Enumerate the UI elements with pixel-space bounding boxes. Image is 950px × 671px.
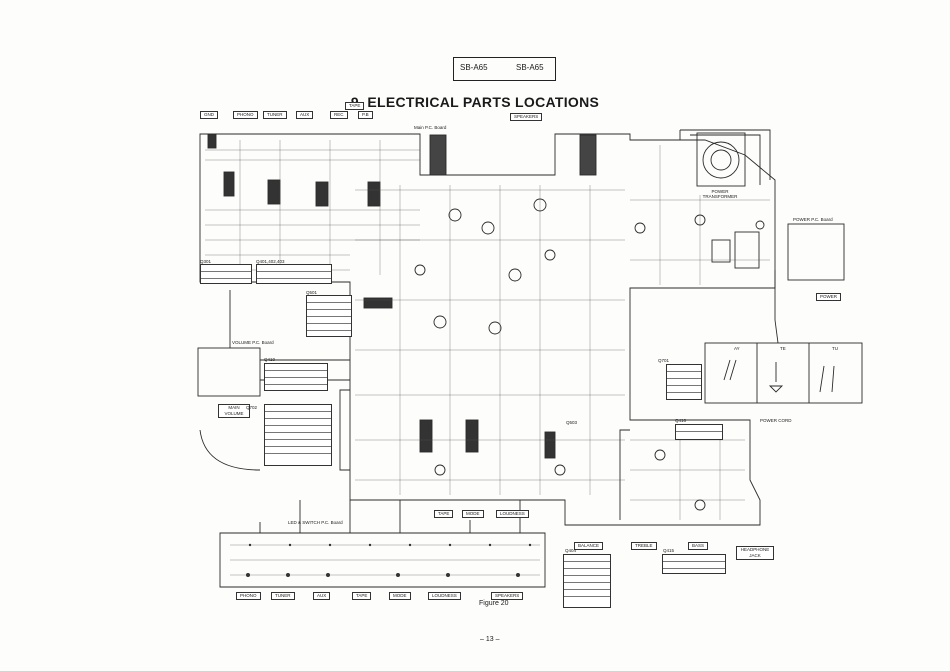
page-title: 9. ELECTRICAL PARTS LOCATIONS	[350, 94, 600, 110]
speakers-terminal: SPEAKERS	[510, 113, 543, 121]
ic-label-q415: Q415	[663, 548, 675, 553]
main-board-label: Main P.C. Board	[414, 125, 447, 130]
jack-aux: AUX	[296, 111, 314, 119]
plug-te: TE	[780, 346, 786, 351]
power-switch-label: POWER	[816, 293, 842, 301]
power-board-outline	[787, 223, 845, 281]
power-board-label: POWER P.C. Board	[793, 217, 833, 222]
model-right: SB-A65	[516, 63, 544, 72]
ic-label-q416: Q416	[675, 418, 687, 423]
jack-tuner: TUNER	[263, 111, 287, 119]
ref-table-q416	[675, 424, 723, 440]
power-transformer-label: POWER TRANSFORMER	[702, 189, 738, 199]
button-phono: PHONO	[236, 592, 261, 600]
volume-board-label: VOLUME P.C. Board	[232, 340, 274, 345]
control-loudness: LOUDNESS	[496, 510, 529, 518]
power-cord-label: POWER CORD	[760, 418, 792, 423]
plug-ay: AY	[734, 346, 740, 351]
ref-table-q410	[264, 363, 328, 391]
jack-gnd: GND	[200, 111, 218, 119]
main-volume-label: MAIN VOLUME	[218, 404, 250, 418]
button-mode: MODE	[389, 592, 411, 600]
button-speakers: SPEAKERS	[491, 592, 524, 600]
button-loudness: LOUDNESS	[428, 592, 461, 600]
ic-label-q410: Q410	[264, 357, 276, 362]
button-tuner: TUNER	[271, 592, 295, 600]
jack-rec: REC	[330, 111, 348, 119]
ref-table-q415	[662, 554, 726, 574]
control-treble: TREBLE	[631, 542, 657, 550]
ref-table-q301	[200, 264, 252, 284]
transformer-coil	[702, 141, 740, 179]
model-header-box: SB-A65 SB-A65	[453, 57, 556, 81]
main-board-outline	[199, 133, 776, 526]
control-tape: TAPE	[434, 510, 454, 518]
control-balance: BALANCE	[574, 542, 604, 550]
model-left: SB-A65	[460, 63, 488, 72]
figure-caption: Figure 20	[479, 600, 509, 607]
ic-label-q401: Q401,402,403	[256, 259, 285, 264]
tape-jack-group: TAPE	[345, 102, 365, 110]
ic-label-q404: Q404	[565, 548, 577, 553]
page-number: – 13 –	[480, 636, 500, 643]
ic-label-q501: Q501	[306, 290, 318, 295]
jack-pb: P.B	[358, 111, 373, 119]
ic-label-q503: Q503	[566, 420, 578, 425]
ic-label-q702: Q702	[246, 405, 258, 410]
control-bass: BASS	[688, 542, 709, 550]
ref-table-q401	[256, 264, 332, 284]
volume-board-outline	[197, 347, 261, 397]
led-switch-board-label: LED & SWITCH P.C. Board	[288, 520, 343, 525]
power-cord-box	[704, 342, 863, 404]
ic-label-q301: Q301	[200, 259, 212, 264]
ref-table-q404	[563, 554, 611, 608]
led-switch-board-outline	[219, 532, 546, 588]
button-tape: TAPE	[352, 592, 372, 600]
plug-tu: TU	[832, 346, 838, 351]
ref-table-q701	[666, 364, 702, 400]
ic-label-q701: Q701	[658, 358, 670, 363]
button-aux: AUX	[313, 592, 331, 600]
headphone-jack-label: HEADPHONE JACK	[736, 546, 774, 560]
jack-phono: PHONO	[233, 111, 258, 119]
ref-table-q501	[306, 295, 352, 337]
control-mode: MODE	[462, 510, 484, 518]
ref-table-q702	[264, 404, 332, 466]
